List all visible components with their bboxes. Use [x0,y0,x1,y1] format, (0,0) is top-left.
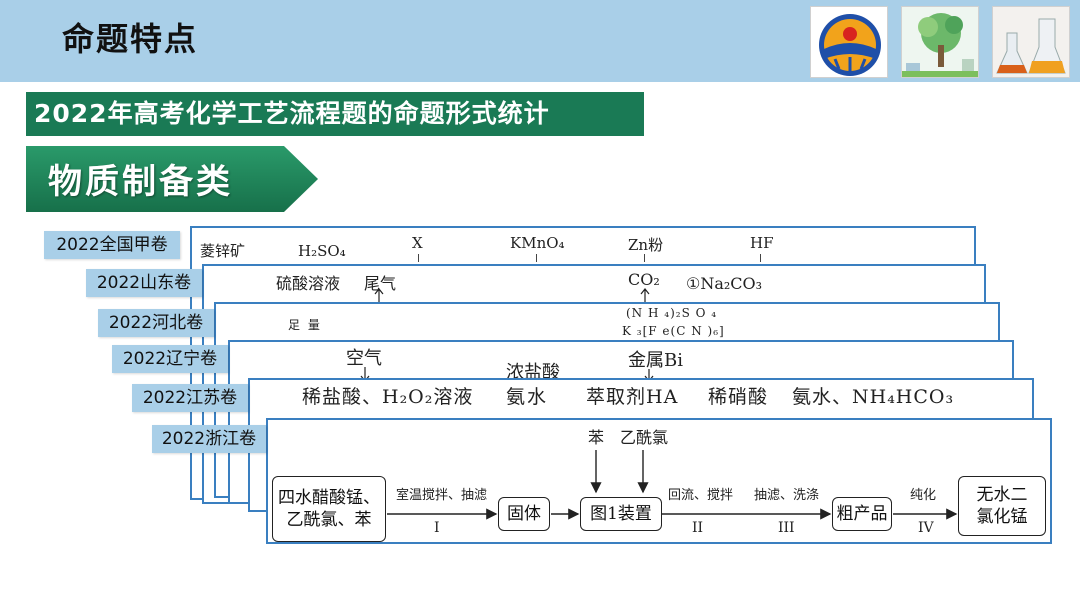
card-label-zhejiang: 2022浙江卷 [152,425,266,453]
page-title: 命题特点 [62,20,199,58]
flowchart-card-zhejiang: 苯 乙酰氯 四水醋酸锰、乙酰氯、苯 固体 图1装置 粗产品 无水二氯化锰 室温搅… [266,418,1052,544]
category-arrow-shape [26,146,318,212]
subtitle-banner: 2022年高考化学工艺流程题的命题形式统计 [26,92,644,136]
reagent-label: 稀硝酸 [708,386,769,408]
reagent-tick [536,254,537,262]
step-numeral: II [692,520,704,536]
reagent-tick [760,254,761,262]
up-arrow-icon [374,288,384,303]
card-label-jiangsu: 2022江苏卷 [132,384,248,412]
reagent-label: (N H ₄)₂S O ₄ [626,306,718,320]
reagent-label: H₂SO₄ [298,242,346,260]
flow-condition: 纯化 [910,488,937,503]
flow-condition: 抽滤、洗涤 [754,488,820,503]
reagent-label: 氨水、NH₄HCO₃ [792,386,955,408]
reagent-label: 金属Bi [628,350,683,371]
tree-illustration [901,6,979,78]
reagent-label: 乙酰氯 [620,428,669,447]
reagent-tick [644,254,645,262]
emblem-logo [810,6,888,78]
reagent-label: 稀盐酸、H₂O₂溶液 [302,386,474,408]
flask-photo [992,6,1070,78]
reagent-label: HF [750,234,774,252]
up-arrow-icon [640,288,650,303]
reagent-label: 硫酸溶液 [276,274,341,293]
reagent-label: 菱锌矿 [200,242,246,260]
reagent-label: 尾气 [364,274,397,293]
flow-box-final-product: 无水二氯化锰 [958,476,1046,536]
reagent-label: 空气 [346,348,382,369]
header-bar: 命题特点 [0,0,1080,82]
reagent-label: X [412,234,423,252]
step-numeral: I [434,520,440,536]
flow-box-raw-materials: 四水醋酸锰、乙酰氯、苯 [272,476,386,542]
category-title: 物质制备类 [48,162,233,202]
step-numeral: III [778,520,795,536]
card-label-hebei: 2022河北卷 [98,309,214,337]
reagent-label: 苯 [588,428,605,447]
reagent-label: 氨水 [506,386,549,408]
flowchart-arrows [387,450,958,520]
flow-box-solid: 固体 [498,497,550,531]
reagent-label: 足 量 [288,318,322,332]
reagent-label: 萃取剂HA [586,386,679,408]
card-label-shandong: 2022山东卷 [86,269,202,297]
reagent-label: 浓盐酸 [506,362,560,383]
reagent-label: K ₃[F e(C N )₆] [622,324,725,338]
flow-box-apparatus: 图1装置 [580,497,662,531]
reagent-label: ①Na₂CO₃ [686,274,763,293]
card-label-quanguojia: 2022全国甲卷 [44,231,180,259]
reagent-label: CO₂ [628,270,660,289]
card-label-liaoning: 2022辽宁卷 [112,345,228,373]
step-numeral: IV [918,520,934,536]
flow-condition: 回流、搅拌 [668,488,734,503]
reagent-tick [418,254,419,262]
flow-condition: 室温搅拌、抽滤 [396,488,488,503]
reagent-label: Zn粉 [628,236,664,254]
flow-box-crude-product: 粗产品 [832,497,892,531]
reagent-label: KMnO₄ [510,234,565,252]
